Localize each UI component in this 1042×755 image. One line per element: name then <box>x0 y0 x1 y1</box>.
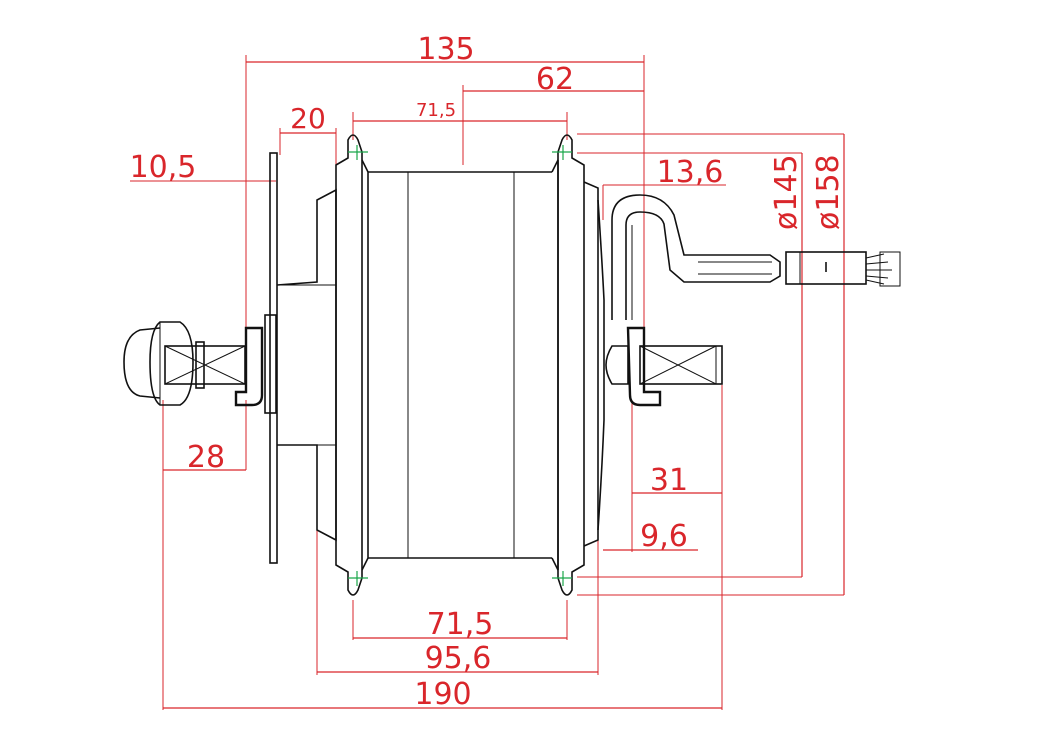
dim-62: 62 <box>536 62 574 97</box>
left-cover <box>276 188 337 542</box>
dim-13-6: 13,6 <box>657 155 724 190</box>
dim-71-5-top: 71,5 <box>416 100 456 121</box>
left-flange <box>335 134 363 596</box>
axle-nut-cap <box>123 327 161 399</box>
dimension-lines <box>163 61 845 709</box>
cable-sheath <box>611 194 781 320</box>
right-flange <box>557 134 585 596</box>
dim-diameter-158: ø158 <box>811 154 846 230</box>
dim-31: 31 <box>650 463 688 498</box>
cable-connector <box>785 251 867 285</box>
center-marks <box>348 145 572 586</box>
dim-10-5: 10,5 <box>130 150 197 185</box>
left-dropout <box>234 326 264 407</box>
dim-diameter-145: ø145 <box>769 154 804 230</box>
right-nut <box>605 345 629 385</box>
dim-95-6: 95,6 <box>425 641 492 676</box>
dim-135: 135 <box>417 32 474 67</box>
right-dropout <box>626 326 662 407</box>
motor-outline <box>123 134 901 596</box>
dim-71-5-bottom: 71,5 <box>427 607 494 642</box>
dimension-labels: 135 62 71,5 20 10,5 13,6 ø145 ø158 28 31… <box>130 32 846 712</box>
right-axle <box>639 345 723 385</box>
brake-disc <box>269 152 278 564</box>
dim-9-6: 9,6 <box>640 519 688 554</box>
dim-28: 28 <box>187 440 225 475</box>
dim-20: 20 <box>290 102 326 135</box>
right-cover <box>583 181 599 547</box>
dim-190: 190 <box>414 677 471 712</box>
